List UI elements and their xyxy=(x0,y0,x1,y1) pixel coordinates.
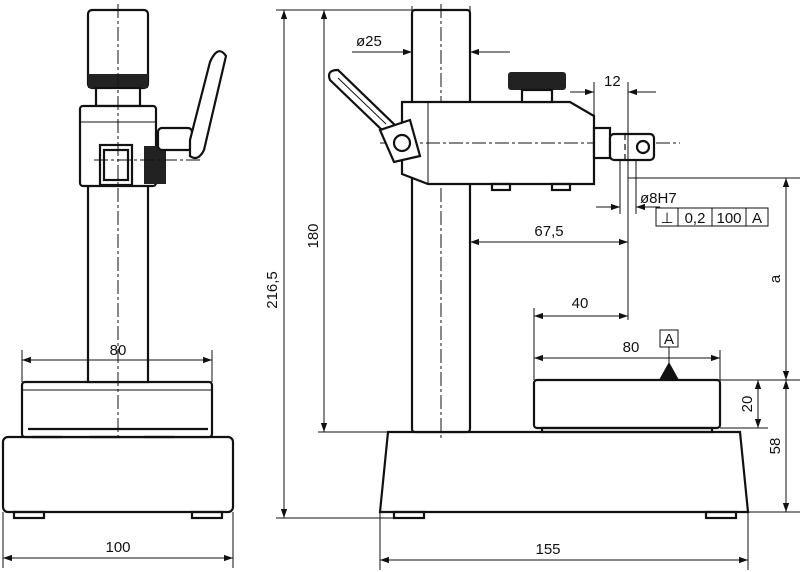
reach-label: 67,5 xyxy=(534,223,563,240)
right-foot xyxy=(392,510,426,520)
tolerance-frame: ⊥ 0,2 100 A xyxy=(655,207,769,227)
bore-tolerance-label: ø8H7 xyxy=(640,190,677,207)
right-base-width-label: 155 xyxy=(535,541,560,558)
column-diameter-label: ø25 xyxy=(356,33,382,50)
right-foot xyxy=(704,510,738,520)
probe-neck xyxy=(592,126,612,160)
right-view: ø25 216,5 180 12 ø8H7 ⊥ 0,2 100 xyxy=(264,4,800,570)
left-view: 80 100 xyxy=(1,4,235,568)
left-foot xyxy=(190,510,224,520)
right-lever xyxy=(327,68,401,132)
left-base xyxy=(1,435,235,514)
plate-height-label: 20 xyxy=(739,396,756,413)
right-plate-foot xyxy=(540,426,714,434)
probe-bore xyxy=(635,139,651,155)
perpendicularity-symbol: ⊥ xyxy=(660,210,673,227)
tolerance-datum: A xyxy=(752,210,762,227)
right-knurled-knob xyxy=(508,72,566,90)
left-foot xyxy=(12,510,46,520)
variable-height-label: a xyxy=(767,274,784,283)
lever-detail xyxy=(337,77,387,125)
left-plate-width-label: 80 xyxy=(110,342,127,359)
lever-pivot xyxy=(392,133,412,153)
left-clamp-inner xyxy=(102,148,130,182)
arm-height-label: 180 xyxy=(305,223,322,248)
tolerance-value: 0,2 xyxy=(685,210,706,227)
tolerance-length: 100 xyxy=(716,210,741,227)
right-base xyxy=(378,430,750,514)
datum-triangle xyxy=(659,362,679,380)
probe-offset-label: 12 xyxy=(604,73,621,90)
tolerance-datum-cell xyxy=(745,207,769,227)
left-lever-hub xyxy=(156,126,194,152)
right-plate-width-label: 80 xyxy=(623,339,640,356)
left-knurled-screw xyxy=(144,146,166,184)
right-knob-stem xyxy=(520,88,554,104)
datum-letter: A xyxy=(664,331,674,348)
left-lever xyxy=(188,50,228,160)
arm-tab xyxy=(490,182,512,192)
right-plate xyxy=(532,378,722,430)
left-base-width-label: 100 xyxy=(105,539,130,556)
base-height-label: 58 xyxy=(767,438,784,455)
table-offset-label: 40 xyxy=(572,295,589,312)
overall-height-label: 216,5 xyxy=(264,271,281,309)
arm-tab xyxy=(550,182,572,192)
